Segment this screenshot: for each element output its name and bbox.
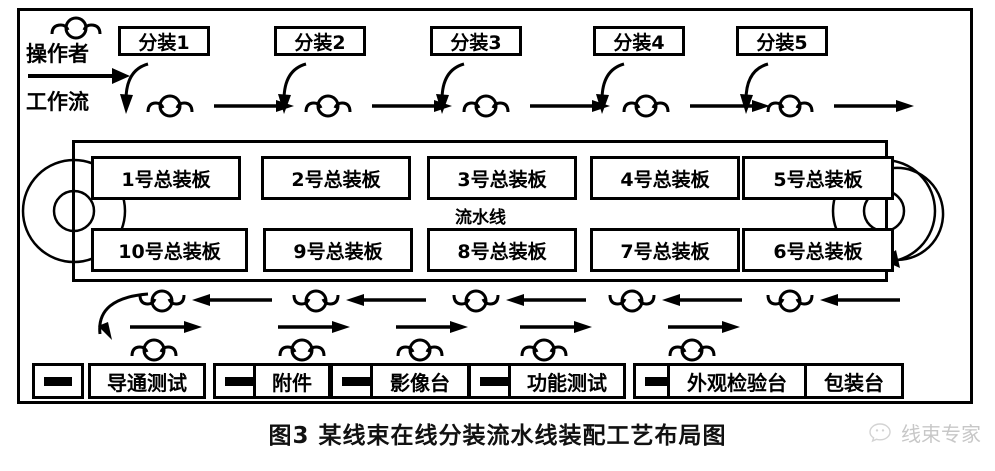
operator-person-icon xyxy=(278,338,326,362)
assembly-board-label: 6号总装板 xyxy=(773,240,863,263)
subassembly-station-box-5[interactable]: 分装5 xyxy=(736,26,828,56)
workstation-accessories[interactable]: 附件 xyxy=(253,363,331,399)
pallet-marker-1 xyxy=(32,363,84,399)
conveyor-line-label: 流水线 xyxy=(455,208,506,228)
assembly-board-bottom-10[interactable]: 10号总装板 xyxy=(91,228,248,272)
workstation-label: 功能测试 xyxy=(527,370,607,395)
return-flow-group-3 xyxy=(452,289,586,313)
subassembly-station-box-3[interactable]: 分装3 xyxy=(430,26,522,56)
workstation-label: 附件 xyxy=(272,370,312,395)
assembly-board-label: 4号总装板 xyxy=(620,168,710,191)
workstation-label: 外观检验台 xyxy=(687,370,787,395)
left-pulley-icon xyxy=(21,158,127,264)
operator-person-icon xyxy=(396,338,444,362)
workstation-label: 影像台 xyxy=(390,370,450,395)
assembly-board-top-2[interactable]: 2号总装板 xyxy=(261,156,411,200)
subassembly-station-label: 分装4 xyxy=(613,31,665,54)
operator-person-icon xyxy=(766,94,814,118)
workstation-continuity-test[interactable]: 导通测试 xyxy=(88,363,206,399)
top-flow-group-5 xyxy=(740,62,914,118)
assembly-board-top-1[interactable]: 1号总装板 xyxy=(91,156,241,200)
legend-workflow-label: 工作流 xyxy=(26,90,89,114)
assembly-board-bottom-6[interactable]: 6号总装板 xyxy=(742,228,894,272)
assembly-board-label: 5号总装板 xyxy=(773,168,863,191)
operator-person-icon xyxy=(304,94,352,118)
right-arrow-icon xyxy=(28,68,130,84)
station-flow-group-1 xyxy=(130,321,202,362)
operator-person-icon xyxy=(130,338,178,362)
pallet-bar-icon xyxy=(644,376,674,386)
subassembly-station-box-4[interactable]: 分装4 xyxy=(593,26,685,56)
operator-person-icon xyxy=(462,94,510,118)
watermark-label: 线束专家 xyxy=(901,422,981,446)
assembly-board-top-5[interactable]: 5号总装板 xyxy=(742,156,894,200)
return-flow-group-2 xyxy=(292,289,426,313)
station-flow-group-2 xyxy=(278,321,350,362)
assembly-board-top-4[interactable]: 4号总装板 xyxy=(590,156,740,200)
assembly-board-bottom-7[interactable]: 7号总装板 xyxy=(590,228,740,272)
legend-operator-label: 操作者 xyxy=(26,42,89,66)
subassembly-station-label: 分装5 xyxy=(756,31,808,54)
station-flow-group-3 xyxy=(396,321,468,362)
watermark: 线束专家 xyxy=(869,418,981,447)
station-flow-group-4 xyxy=(520,321,592,362)
top-flow-group-3 xyxy=(436,62,610,118)
assembly-board-bottom-9[interactable]: 9号总装板 xyxy=(263,228,413,272)
assembly-board-top-3[interactable]: 3号总装板 xyxy=(427,156,577,200)
station-flow-group-5 xyxy=(668,321,740,362)
operator-person-icon xyxy=(138,289,186,313)
pallet-bar-icon xyxy=(341,376,371,386)
operator-person-icon xyxy=(622,94,670,118)
subassembly-station-label: 分装2 xyxy=(294,31,346,54)
operator-person-icon xyxy=(520,338,568,362)
return-flow-group-5 xyxy=(766,289,900,313)
figure-caption: 图3 某线束在线分装流水线装配工艺布局图 xyxy=(268,423,727,449)
workstation-label: 导通测试 xyxy=(107,370,187,395)
legend: 操作者 工作流 xyxy=(26,14,130,126)
return-flow-group-4 xyxy=(608,289,742,313)
assembly-board-label: 1号总装板 xyxy=(121,168,211,191)
assembly-board-label: 8号总装板 xyxy=(457,240,547,263)
assembly-board-label: 7号总装板 xyxy=(620,240,710,263)
workstation-label: 包装台 xyxy=(824,370,884,395)
workstation-imaging[interactable]: 影像台 xyxy=(370,363,470,399)
workstation-appearance-inspection[interactable]: 外观检验台 xyxy=(667,363,807,399)
rotation-direction-arrow-icon xyxy=(887,166,945,262)
assembly-board-label: 10号总装板 xyxy=(118,240,221,263)
subassembly-station-box-2[interactable]: 分装2 xyxy=(274,26,366,56)
pallet-bar-icon xyxy=(43,376,73,386)
workstation-function-test[interactable]: 功能测试 xyxy=(508,363,626,399)
top-flow-group-2 xyxy=(278,62,452,118)
top-flow-group-1 xyxy=(120,62,294,118)
operator-person-icon xyxy=(50,16,102,40)
subassembly-station-label: 分装3 xyxy=(450,31,502,54)
subassembly-station-box-1[interactable]: 分装1 xyxy=(118,26,210,56)
operator-person-icon xyxy=(766,289,814,313)
subassembly-station-label: 分装1 xyxy=(138,31,190,54)
top-flow-group-4 xyxy=(596,62,770,118)
operator-person-icon xyxy=(146,94,194,118)
operator-person-icon xyxy=(668,338,716,362)
pallet-bar-icon xyxy=(479,376,509,386)
workstation-packaging[interactable]: 包装台 xyxy=(804,363,904,399)
pallet-bar-icon xyxy=(224,376,254,386)
assembly-board-label: 3号总装板 xyxy=(457,168,547,191)
return-flow-group-1 xyxy=(98,289,272,340)
operator-person-icon xyxy=(608,289,656,313)
operator-person-icon xyxy=(292,289,340,313)
diagram-frame xyxy=(17,8,973,404)
assembly-board-label: 2号总装板 xyxy=(291,168,381,191)
wechat-icon xyxy=(869,422,891,442)
assembly-board-bottom-8[interactable]: 8号总装板 xyxy=(427,228,577,272)
assembly-board-label: 9号总装板 xyxy=(293,240,383,263)
operator-person-icon xyxy=(452,289,500,313)
